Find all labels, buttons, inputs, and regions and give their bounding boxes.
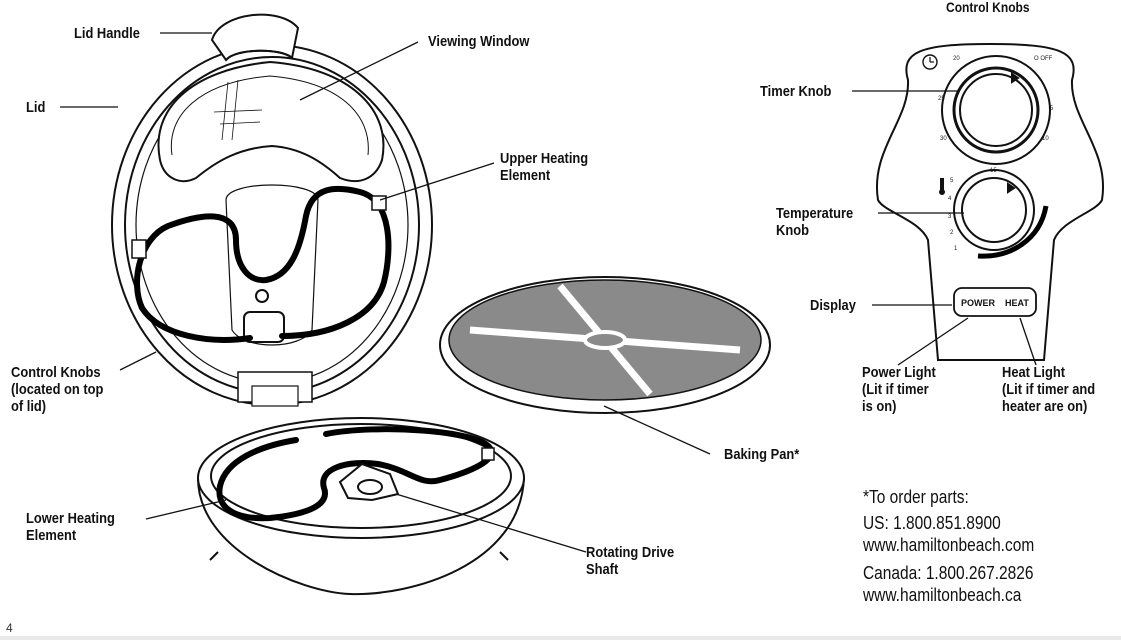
temp-tick-0: 5 — [950, 178, 954, 184]
timer-tick-top-left: 20 — [953, 56, 960, 62]
timer-tick-1: 30 — [940, 136, 947, 142]
order-info-heading: *To order parts: — [863, 487, 969, 507]
temp-tick-1: 4 — [948, 196, 952, 202]
label-viewing-window: Viewing Window — [428, 33, 530, 50]
label-upper-heating-element: Upper Heating Element — [500, 150, 589, 184]
label-rotating-drive-shaft: Rotating Drive Shaft — [586, 544, 675, 578]
timer-tick-0: 25 — [938, 96, 945, 102]
display-power-text: POWER — [961, 298, 996, 308]
pizza-maker-base — [197, 417, 525, 596]
timer-tick-off: O OFF — [1034, 56, 1053, 62]
label-lower-heating-element: Lower Heating Element — [26, 510, 115, 544]
label-lid: Lid — [26, 99, 46, 116]
order-info-canada-web[interactable]: www.hamiltonbeach.ca — [863, 585, 1022, 605]
label-temperature-knob: Temperature Knob — [776, 205, 854, 239]
timer-tick-2: 15 — [990, 168, 997, 174]
label-lid-handle: Lid Handle — [74, 25, 140, 42]
label-control-knobs-title: Control Knobs — [946, 0, 1030, 15]
label-timer-knob: Timer Knob — [760, 83, 832, 100]
order-info-us-phone: US: 1.800.851.8900 — [863, 513, 1001, 533]
display-heat-text: HEAT — [1005, 298, 1029, 308]
control-panel: POWER HEAT 20 O OFF 25 30 15 10 5 5 4 3 … — [875, 42, 1105, 361]
label-control-knobs-lid: Control Knobs (located on top of lid) — [11, 364, 104, 415]
page-number: 4 — [6, 621, 13, 635]
leader-lines — [60, 32, 1037, 553]
timer-tick-3: 10 — [1042, 136, 1049, 142]
label-baking-pan: Baking Pan* — [724, 446, 800, 463]
temp-tick-2: 3 — [948, 214, 952, 220]
timer-tick-4: 5 — [1050, 106, 1054, 112]
label-power-light: Power Light (Lit if timer is on) — [862, 364, 936, 415]
order-info-canada-phone: Canada: 1.800.267.2826 — [863, 563, 1034, 583]
label-heat-light: Heat Light (Lit if timer and heater are … — [1002, 364, 1096, 415]
baking-pan — [439, 276, 771, 414]
temp-tick-4: 1 — [954, 246, 958, 252]
order-info-us-web[interactable]: www.hamiltonbeach.com — [863, 535, 1035, 555]
temp-tick-3: 2 — [950, 230, 954, 236]
pizza-maker-lid — [111, 13, 433, 407]
footer-rule — [0, 636, 1121, 640]
label-display: Display — [810, 297, 856, 314]
